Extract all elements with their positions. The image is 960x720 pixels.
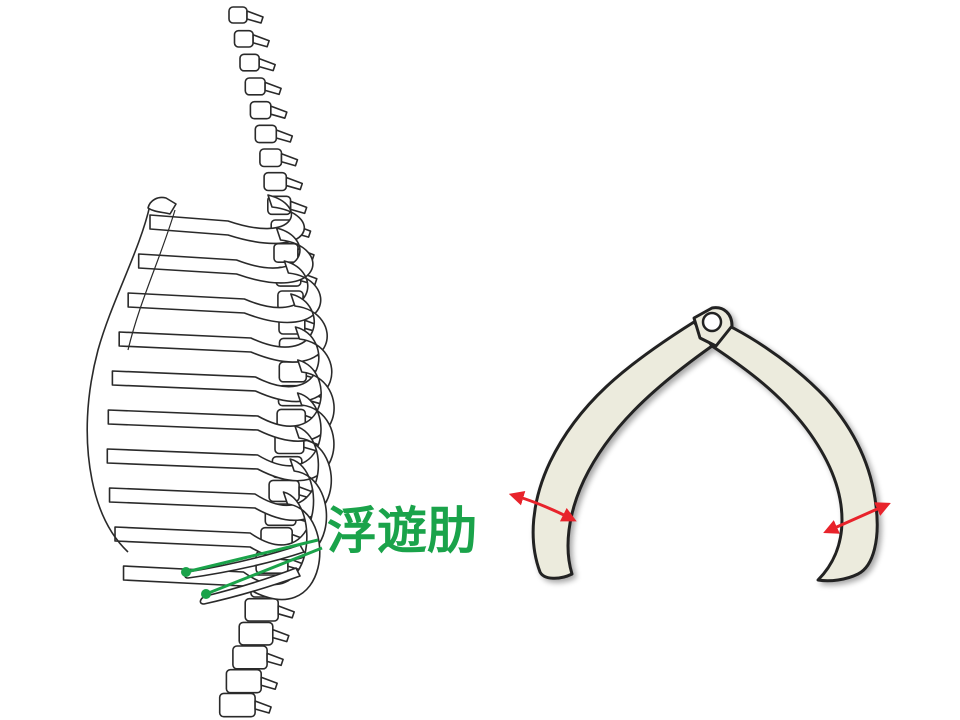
costal-cartilage-line bbox=[127, 209, 176, 351]
vertebra bbox=[238, 621, 274, 646]
vertebra bbox=[218, 692, 256, 718]
vertebra-process bbox=[270, 105, 288, 119]
leader-dot-lower bbox=[201, 589, 211, 599]
vertebra bbox=[249, 100, 272, 120]
vertebra bbox=[225, 668, 262, 694]
vertebra bbox=[259, 148, 283, 168]
leader-line-upper bbox=[185, 538, 319, 574]
motion-arrows bbox=[508, 490, 891, 534]
vertebra-process bbox=[289, 200, 308, 215]
rib bbox=[111, 326, 333, 403]
vertebra-process bbox=[264, 81, 282, 96]
vertebra bbox=[233, 29, 254, 48]
vertebra-process bbox=[258, 57, 276, 72]
model-left-arm bbox=[531, 320, 714, 580]
vertebra-process bbox=[254, 700, 272, 714]
vertebra bbox=[244, 597, 279, 622]
rib bbox=[107, 359, 335, 442]
model-hinge-pin bbox=[701, 311, 723, 333]
rib bbox=[137, 227, 314, 284]
rib bbox=[149, 194, 306, 245]
vertebra bbox=[239, 53, 261, 72]
vertebra-process bbox=[246, 10, 264, 24]
vertebra-process bbox=[271, 628, 290, 643]
rib bbox=[122, 491, 321, 601]
rib bbox=[108, 425, 333, 522]
vertebra bbox=[254, 124, 278, 144]
vertebra bbox=[244, 77, 266, 96]
vertebra bbox=[228, 6, 248, 24]
vertebra-process bbox=[275, 129, 294, 143]
floating-rib-12 bbox=[199, 567, 301, 605]
floating-rib-label: 浮遊肋 bbox=[327, 502, 477, 560]
vertebra bbox=[263, 171, 288, 192]
model-right-arm bbox=[704, 314, 879, 583]
ribcage-illustration bbox=[86, 6, 335, 718]
rib bbox=[127, 260, 322, 324]
vertebra-process bbox=[266, 652, 284, 667]
vertebra-process bbox=[252, 33, 270, 48]
vertebra-process bbox=[277, 605, 295, 619]
leader-line-lower bbox=[205, 546, 323, 596]
rib-hinge-model bbox=[531, 306, 879, 583]
vertebra-process bbox=[280, 152, 299, 167]
vertebra bbox=[273, 242, 299, 263]
ribs bbox=[106, 194, 335, 601]
floating-rib-annotation: 浮遊肋 bbox=[181, 502, 477, 599]
vertebra-process bbox=[260, 676, 278, 691]
left-motion-arrow bbox=[508, 490, 577, 522]
clavicle bbox=[147, 196, 177, 215]
spine bbox=[218, 6, 324, 718]
rib bbox=[114, 458, 328, 561]
rib bbox=[118, 293, 328, 363]
sternum-outline bbox=[86, 204, 151, 553]
vertebra-process bbox=[285, 176, 304, 191]
leader-dot-upper bbox=[181, 567, 191, 577]
right-motion-arrow bbox=[823, 502, 891, 534]
vertebra bbox=[232, 645, 268, 670]
rib bbox=[106, 392, 335, 482]
